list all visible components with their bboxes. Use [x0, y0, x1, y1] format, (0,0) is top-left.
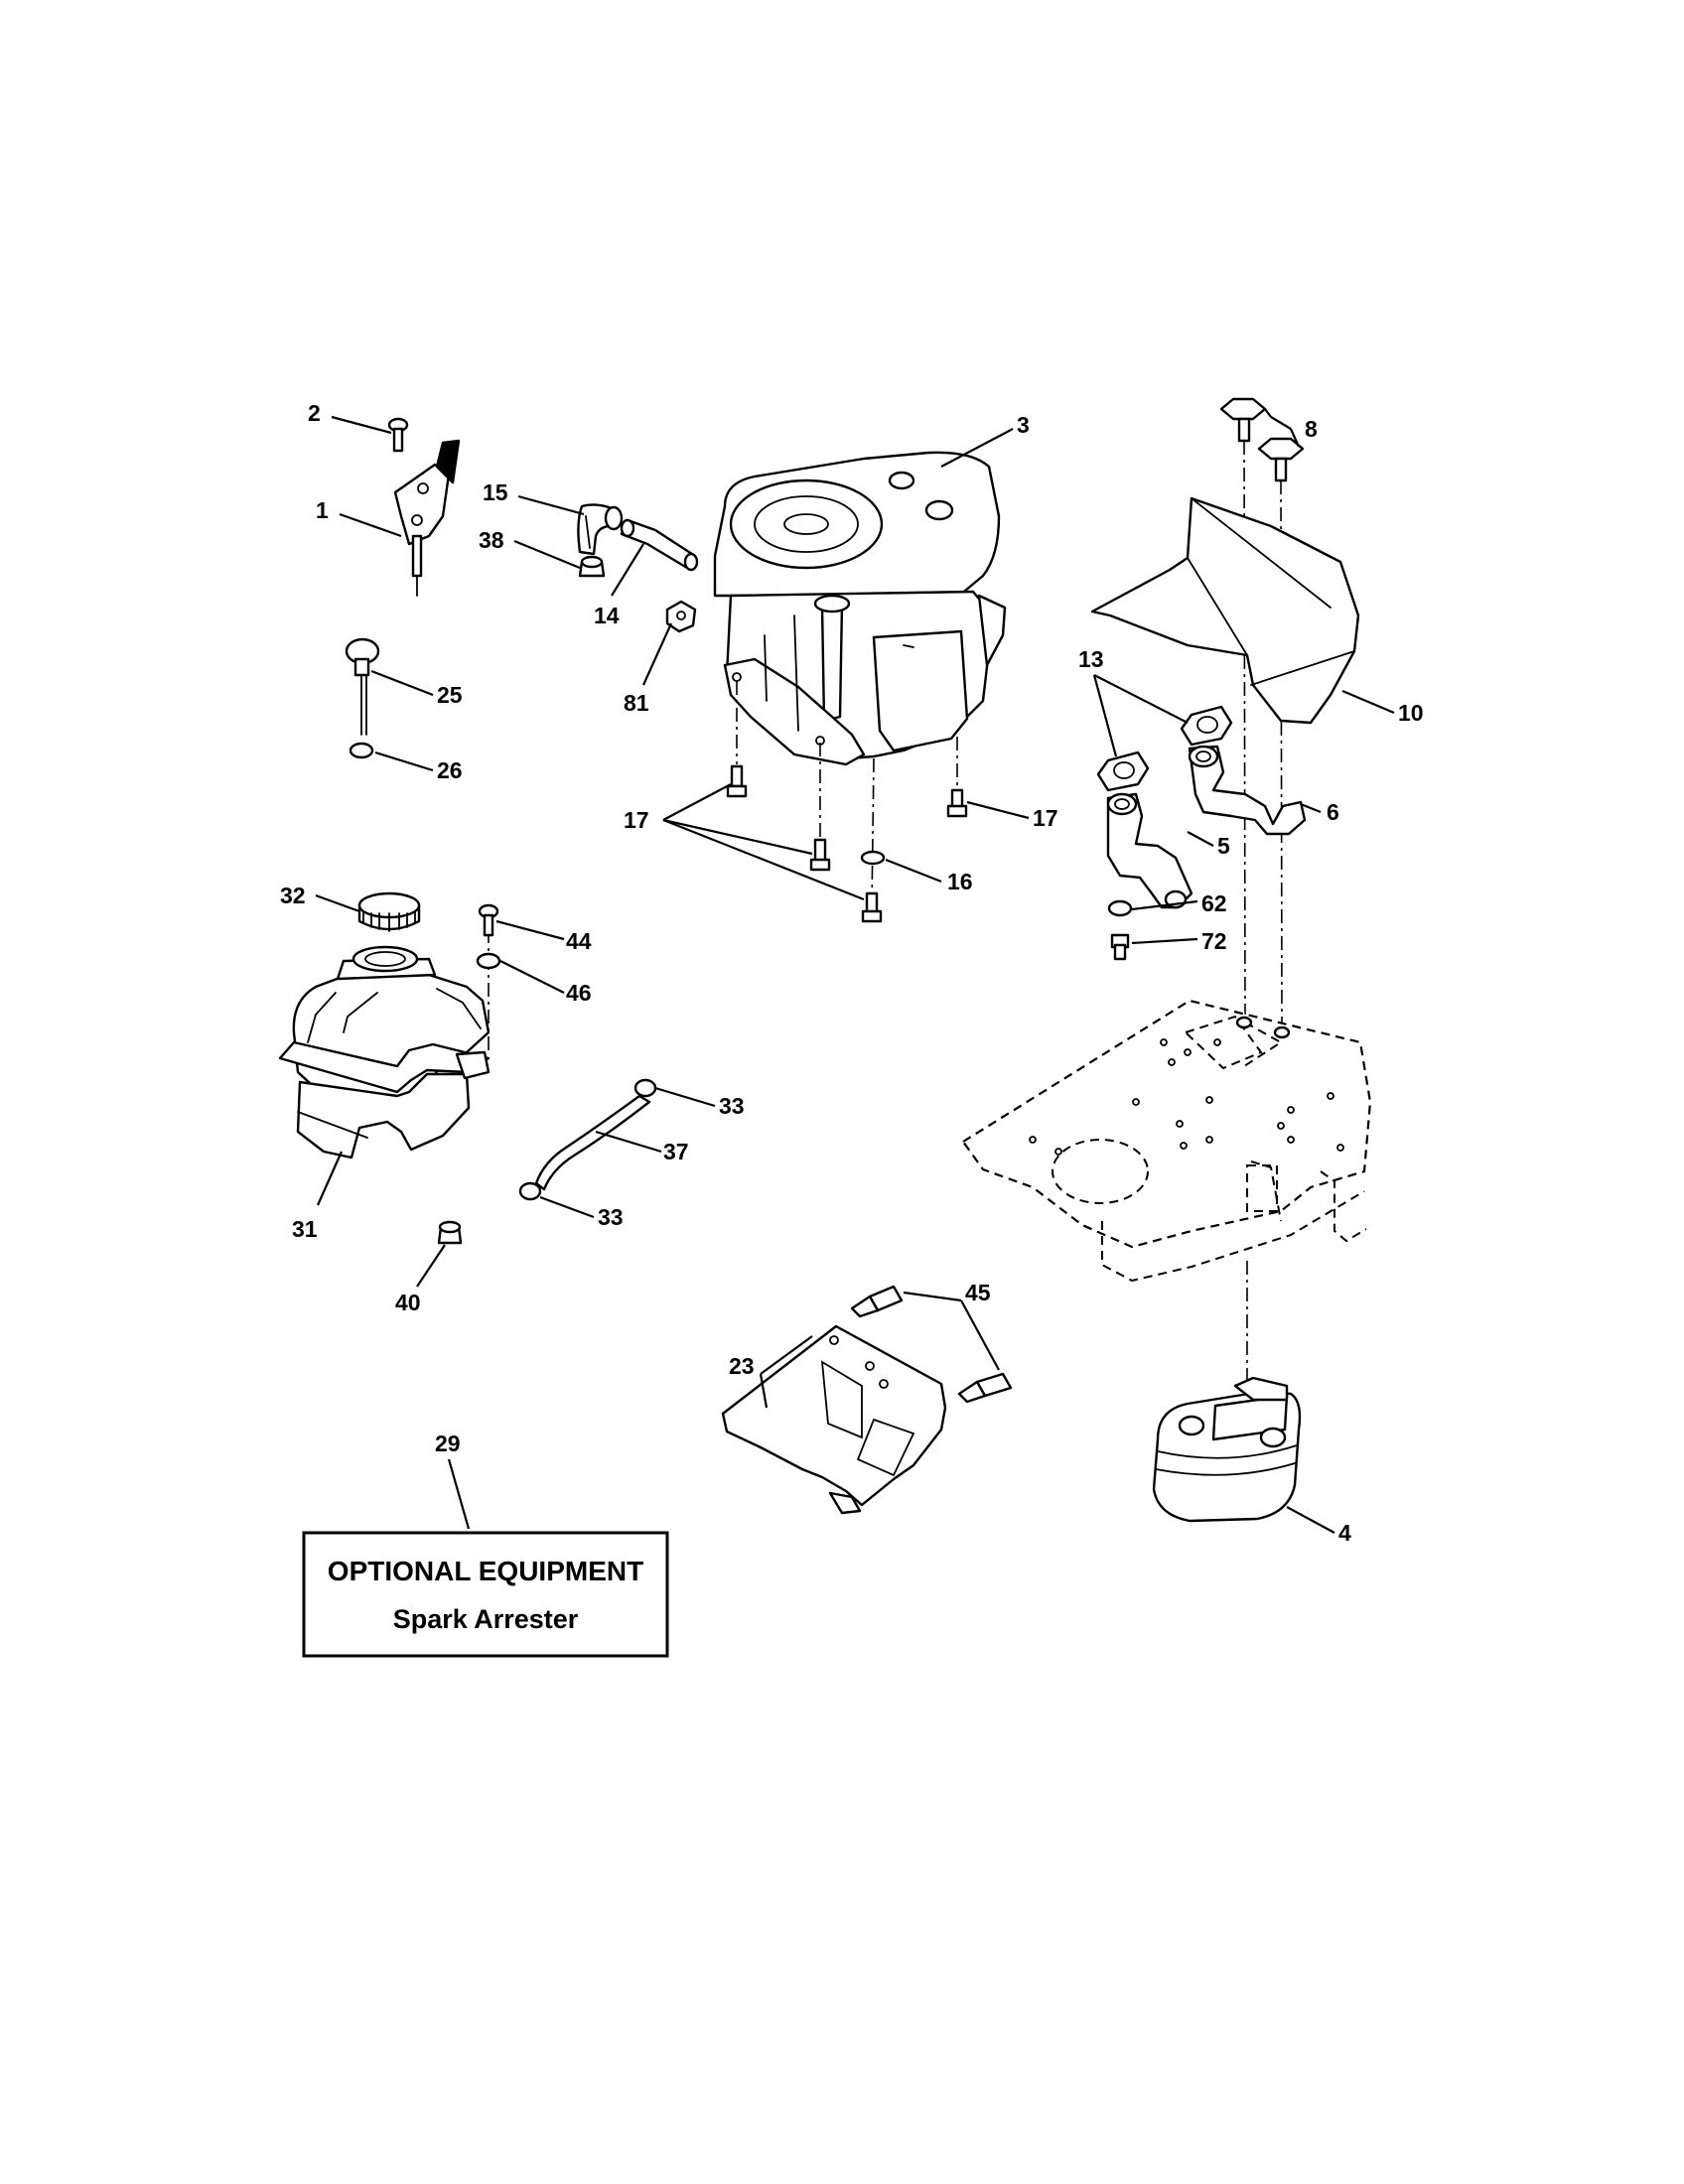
callout-29: 29 [435, 1431, 461, 1456]
callout-labels: 1 2 3 4 5 6 8 10 13 14 15 16 17 17 23 25… [280, 400, 1424, 1546]
part-15-elbow [577, 503, 624, 556]
callout-17a: 17 [624, 807, 649, 833]
callout-13: 13 [1078, 646, 1104, 672]
callout-2: 2 [308, 400, 321, 426]
callout-26: 26 [437, 757, 463, 783]
part-1-throttle-control [393, 439, 461, 597]
part-17-bolt-d [861, 891, 883, 923]
part-45-screw-b [957, 1372, 1013, 1404]
part-37-fuel-line [534, 1094, 651, 1191]
callout-4: 4 [1338, 1520, 1351, 1546]
callout-62: 62 [1201, 890, 1227, 916]
part-72-bolt [1110, 933, 1130, 961]
callout-14: 14 [594, 603, 620, 628]
part-3-engine [713, 451, 1007, 766]
part-5-exhaust-pipe [1106, 792, 1193, 909]
callout-6: 6 [1327, 799, 1339, 825]
part-23-bracket [721, 1324, 947, 1515]
part-46-washer [476, 952, 501, 970]
part-4-muffler [1152, 1376, 1302, 1523]
part-33-clamp-a [633, 1078, 657, 1098]
part-17-bolt-c [946, 788, 968, 818]
callout-72: 72 [1201, 928, 1227, 954]
part-8-bolt-a [1219, 397, 1267, 443]
callout-15: 15 [483, 479, 508, 505]
part-81-nut [665, 600, 697, 633]
part-13-gasket-b [1096, 751, 1150, 792]
callout-38: 38 [479, 527, 504, 553]
callout-33b: 33 [598, 1204, 624, 1230]
callout-16: 16 [947, 869, 973, 894]
callout-3: 3 [1017, 412, 1030, 438]
callout-37: 37 [663, 1139, 689, 1164]
callout-40: 40 [395, 1290, 421, 1315]
engine-mount-plate [961, 999, 1372, 1283]
part-16-washer [860, 850, 886, 866]
part-38-cap [578, 555, 606, 578]
part-8-bolt-b [1257, 437, 1305, 482]
part-31-fuel-tank [278, 945, 491, 1160]
part-13-gasket-a [1180, 705, 1233, 747]
optional-equipment-title: OPTIONAL EQUIPMENT [328, 1556, 643, 1586]
callout-5: 5 [1217, 833, 1230, 859]
part-62-washer [1107, 899, 1133, 917]
plate-hole-b [1273, 1025, 1291, 1039]
callout-32: 32 [280, 883, 306, 908]
callout-25: 25 [437, 682, 463, 708]
callout-81: 81 [624, 690, 649, 716]
callout-31: 31 [292, 1216, 318, 1242]
part-6-exhaust-pipe [1188, 745, 1307, 836]
callout-1: 1 [316, 497, 329, 523]
callout-33a: 33 [719, 1093, 745, 1119]
callout-46: 46 [566, 980, 592, 1006]
callout-17b: 17 [1033, 805, 1058, 831]
part-40-grommet [437, 1220, 463, 1245]
callout-44: 44 [566, 928, 592, 954]
part-2-screw [387, 417, 409, 453]
part-17-bolt-b [809, 838, 831, 872]
callout-45: 45 [965, 1280, 991, 1305]
part-32-gas-cap [357, 891, 421, 932]
part-10-heat-shield [1090, 496, 1360, 725]
part-17-bolt-a [726, 764, 748, 798]
plate-hole-a [1235, 1016, 1253, 1029]
optional-equipment-box: OPTIONAL EQUIPMENT Spark Arrester [302, 1531, 669, 1658]
optional-equipment-subtitle: Spark Arrester [393, 1604, 579, 1634]
part-44-screw [478, 903, 499, 937]
leader-lines [315, 408, 1395, 1534]
part-33-clamp-b [518, 1181, 542, 1201]
part-45-screw-a [850, 1285, 904, 1318]
callout-23: 23 [729, 1353, 755, 1379]
part-25-knob [345, 637, 380, 736]
part-26-washer [349, 742, 374, 759]
callout-10: 10 [1398, 700, 1424, 726]
part-14-nipple [620, 518, 699, 572]
callout-8: 8 [1305, 416, 1318, 442]
